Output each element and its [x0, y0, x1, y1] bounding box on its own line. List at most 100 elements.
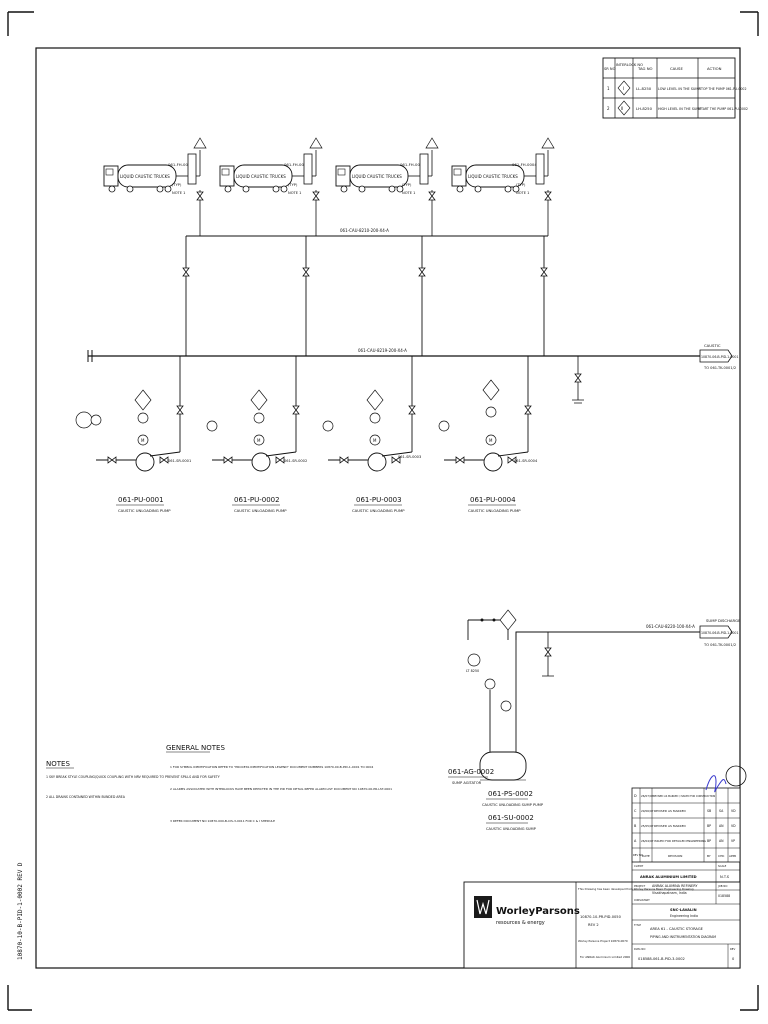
notes-block: NOTES 1 SKY BREAK STYLE COUPLING/QUICK C…	[46, 760, 220, 799]
general-notes-title: GENERAL NOTES	[166, 744, 225, 752]
truck-1-note: NOTE 1	[172, 191, 185, 195]
for-client: For ANRAK Aluminium Limited 2006	[580, 955, 630, 959]
pump-1-desc: CAUSTIC UNLOADING PUMP	[118, 508, 171, 513]
rev-head-date: DATE	[642, 854, 650, 858]
doc-ref: 10870-10-PR-PID-0050	[580, 915, 622, 919]
rev-c-by: SB	[707, 809, 711, 813]
row1-cause: LOW LEVEL IN THE SUMP	[658, 87, 700, 91]
col-interlock: INTERLOCK NO	[616, 63, 643, 67]
rev-head-chk: CHK	[718, 854, 725, 858]
rev-head-app: APPR	[729, 854, 736, 858]
caustic-offpage-label: CAUSTIC	[704, 343, 721, 348]
col-tag: TAG NO	[637, 66, 653, 71]
truck-3-hose: 061-FH-0003	[400, 162, 425, 167]
svg-text:M: M	[489, 438, 493, 443]
top-header-line: 061-CAU-8210-200-X4-A	[182, 228, 548, 356]
svg-text:M: M	[373, 438, 377, 443]
truck-2-label: LIQUID CAUSTIC TRUCKS	[236, 174, 286, 179]
truck-3: LIQUID CAUSTIC TRUCKS 061-FH-0003 (TYP) …	[335, 137, 439, 236]
pump-train-2: M 061-PU-0002 CAUSTIC UNLOADING PUMP 061…	[206, 356, 307, 513]
general-note-3: 3 REFER DOCUMENT NO 10870-000-B-CIS-3-00…	[170, 819, 275, 823]
pump-train-4: M 061-PU-0004 CAUSTIC UNLOADING PUMP 061…	[438, 356, 538, 513]
scale-value: N.T.S	[720, 875, 730, 879]
title-line-2: PIPING AND INSTRUMENTATION DIAGRAM	[650, 935, 716, 939]
job-number: 018588	[718, 894, 730, 898]
note-2: 2 ALL DRAINS CONTAINED WITHIN BUNDED ARE…	[46, 795, 126, 799]
sump-line-label: 061-CAU-8220-100-X4-A	[646, 624, 695, 629]
truck-4-note: NOTE 1	[516, 191, 529, 195]
truck-2-hose: 061-FH-0002	[284, 162, 309, 167]
caustic-offpage-to: TO 061-TK-0001/2	[703, 366, 736, 370]
rev-a-chk: AN	[719, 839, 724, 843]
pump-4-desc: CAUSTIC UNLOADING PUMP	[468, 508, 521, 513]
sump-section: 061-CAU-8220-100-X4-A SUMP DISCHARGE 108…	[448, 609, 741, 831]
truck-1-hose: 061-FH-0001	[168, 162, 193, 167]
rev-b-app: VD	[731, 824, 736, 828]
truck-1-typ: (TYP)	[172, 183, 182, 187]
job-label: JOB NO	[717, 884, 727, 888]
rev-value: 0	[732, 957, 735, 961]
rev-b-by: BP	[707, 824, 711, 828]
rev-label: REV	[730, 947, 735, 951]
side-strip-text: 10870-10-B-PID-1-0002 REV D	[17, 862, 24, 960]
sump-pump-desc: CAUSTIC UNLOADING SUMP PUMP	[482, 803, 544, 807]
project-location: Visakhapatnam, India	[652, 891, 687, 895]
client-label: CLIENT	[634, 864, 644, 868]
rev-c-date: 29/06/07	[641, 809, 654, 813]
truck-unloading-bays: LIQUID CAUSTIC TRUCKS 061-FH-0001 (TYP) …	[103, 137, 555, 236]
svg-text:M: M	[141, 438, 145, 443]
truck-4: LIQUID CAUSTIC TRUCKS 061-FH-0004 (TYP) …	[451, 137, 555, 236]
title-line-1: AREA 61 - CAUSTIC STORAGE	[650, 927, 704, 931]
svg-text:M: M	[257, 438, 261, 443]
rev-a-desc: ISSUED FOR DETAILED ENGINEERING	[654, 839, 706, 843]
rev-a-date: 26/04/07	[641, 839, 654, 843]
col-cause: CAUSE	[670, 66, 683, 71]
notes-title: NOTES	[46, 760, 70, 768]
consultant-sub: Engineering India	[670, 914, 698, 918]
client-name: ANRAK ALUMINIUM LIMITED	[640, 875, 697, 879]
note-1: 1 SKY BREAK STYLE COUPLING/QUICK COUPLIN…	[46, 775, 220, 779]
col-action: ACTION	[707, 66, 722, 71]
rev-b-desc: REVISED AS MARKED	[654, 824, 686, 828]
truck-1: LIQUID CAUSTIC TRUCKS 061-FH-0001 (TYP) …	[103, 137, 207, 236]
sump-pump-tag: 061-PS-0002	[488, 790, 533, 798]
sump-offpage-ref: 10870-06-B-PID-1-0001	[701, 631, 738, 635]
rev-head-by: BY	[707, 854, 711, 858]
doc-rev: REV 2	[588, 923, 599, 927]
developed-note: This Drawing has been developed from Wor…	[577, 887, 694, 891]
rev-head-rev: REV NO	[633, 853, 643, 857]
pump-train-3: M 061-PU-0003 CAUSTIC UNLOADING PUMP 061…	[322, 356, 421, 513]
rev-c-chk: SA	[719, 809, 724, 813]
truck-2-typ: (TYP)	[288, 183, 298, 187]
dwg-number: 018588-061-B-PID-3-0002	[638, 957, 685, 961]
truck-1-label: LIQUID CAUSTIC TRUCKS	[120, 174, 170, 179]
truck-4-hose: 061-FH-0004	[512, 162, 537, 167]
truck-3-typ: (TYP)	[402, 183, 412, 187]
pump-1-tag: 061-PU-0001	[118, 496, 164, 504]
consultant-name: SNC-LAVALIN	[670, 908, 697, 912]
pump-3-tag: 061-PU-0003	[356, 496, 402, 504]
sump-offpage-to: TO 061-TK-0001/2	[703, 643, 736, 647]
rev-d-desc: REVISED AS MARKED / ISSUED FOR CONSTRUCT…	[653, 795, 715, 798]
general-note-1: 1 FOR SYMBOL IDENTIFICATION REFER TO "PR…	[170, 765, 373, 769]
row1-sr: 1	[607, 86, 610, 91]
revision-block: D 26/07/07 REVISED AS MARKED / ISSUED FO…	[631, 787, 741, 863]
row2-action: START THE PUMP 061-PU-0002	[699, 107, 748, 111]
agitator-desc: SUMP AGITATOR	[452, 781, 482, 785]
pump-2-desc: CAUSTIC UNLOADING PUMP	[234, 508, 287, 513]
col-sr: SR NO	[604, 67, 616, 71]
pump-4-tag: 061-PU-0004	[470, 496, 516, 504]
row2-cause: HIGH LEVEL IN THE SUMP	[658, 107, 701, 111]
sump-offpage-label: SUMP DISCHARGE	[706, 618, 741, 623]
truck-3-note: NOTE 1	[402, 191, 415, 195]
pump-3-desc: CAUSTIC UNLOADING PUMP	[352, 508, 405, 513]
drawing-border	[35, 47, 741, 969]
project-label: PROJECT	[634, 884, 646, 888]
rev-c-app: VD	[731, 809, 736, 813]
strainer-2-tag: 061-SR-0002	[284, 459, 307, 463]
consultant-label: CONSULTANT	[634, 899, 650, 902]
row1-tag: LL-8250	[636, 86, 652, 91]
general-note-2: 2 ALARMS ASSOCIATED WITH INTERLOCKS HAVE…	[170, 787, 392, 791]
company-tagline: resources & energy	[496, 920, 545, 926]
worleyparsons-logo-mark	[474, 896, 492, 918]
